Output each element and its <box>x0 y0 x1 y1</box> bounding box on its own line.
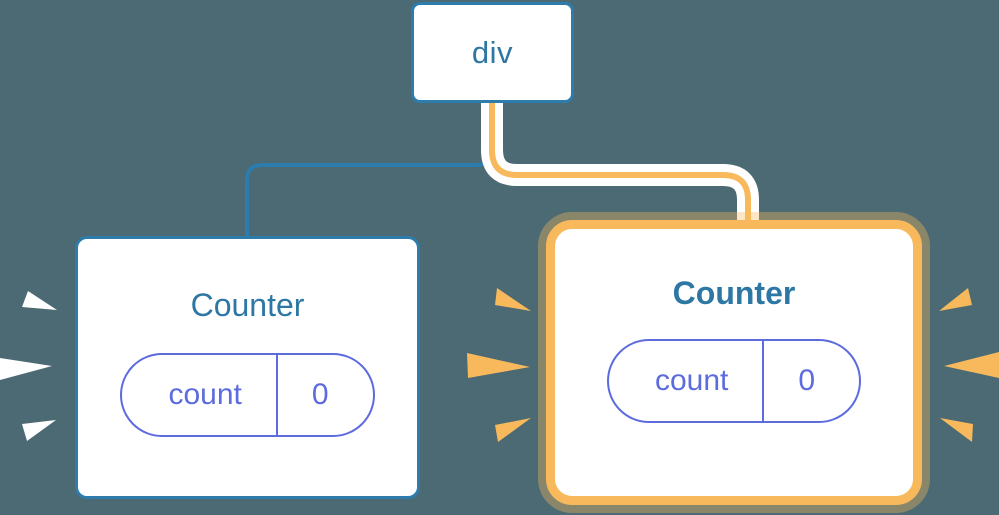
node-counter-right[interactable]: Counter count 0 <box>546 220 922 505</box>
spark-ray-orange-right-top <box>939 288 972 311</box>
prop-key-count: count <box>168 378 242 411</box>
prop-value-count: 0 <box>311 378 329 411</box>
spark-ray-orange-mid-bottom <box>495 418 531 442</box>
prop-pill-count-right: count 0 <box>606 339 862 423</box>
prop-pill-count-left: count 0 <box>120 353 375 437</box>
prop-divider <box>275 355 278 435</box>
spark-group-white-left <box>0 291 57 441</box>
node-counter-left[interactable]: Counter count 0 <box>75 236 420 499</box>
node-div-label: div <box>471 35 514 70</box>
prop-key-count: count <box>654 364 729 397</box>
node-counter-left-title: Counter <box>190 287 305 323</box>
spark-ray-white-middle <box>0 358 52 380</box>
spark-ray-white-top <box>22 291 57 310</box>
spark-ray-orange-right-bottom <box>940 418 973 442</box>
edge-div-to-counter-right <box>489 103 751 240</box>
spark-ray-orange-mid-top <box>495 288 531 311</box>
node-counter-right-title: Counter <box>672 275 796 311</box>
spark-group-orange-middle <box>467 288 531 442</box>
prop-divider <box>762 341 765 421</box>
spark-ray-orange-right-middle <box>944 352 999 378</box>
spark-ray-orange-mid-middle <box>467 353 530 378</box>
spark-ray-white-bottom <box>22 420 56 441</box>
node-div[interactable]: div <box>411 2 574 103</box>
spark-group-orange-right <box>939 288 999 442</box>
prop-value-count: 0 <box>798 364 816 397</box>
